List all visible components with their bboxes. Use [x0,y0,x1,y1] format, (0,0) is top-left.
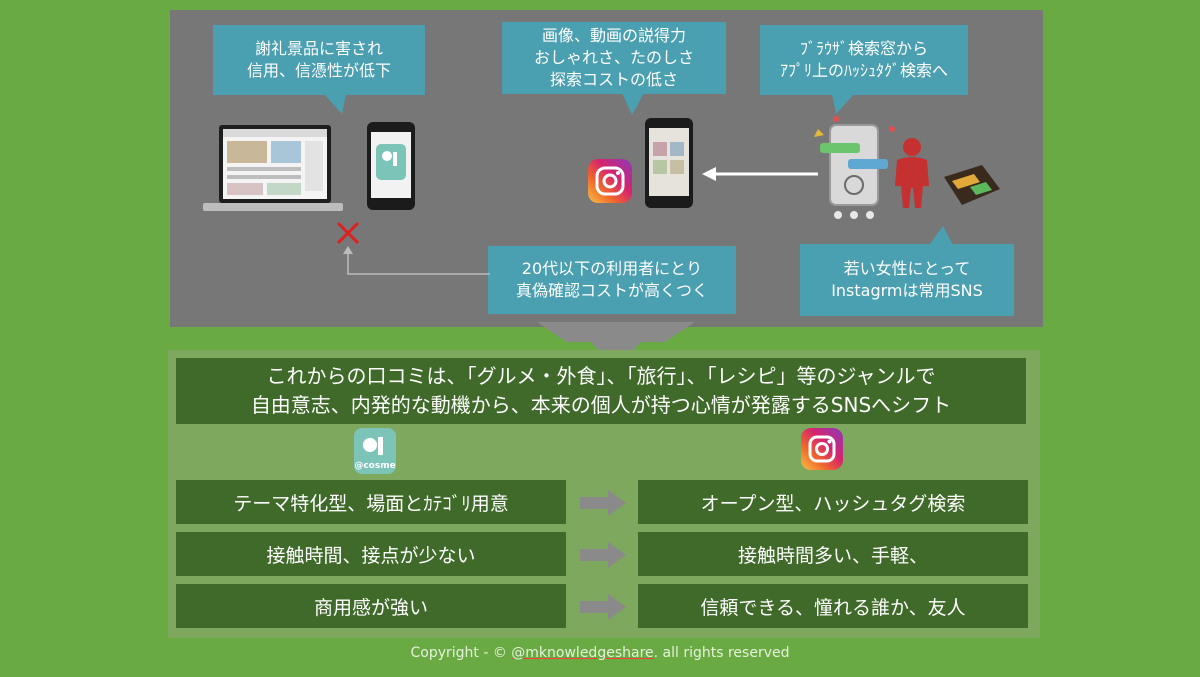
cross-icon [336,221,360,245]
comparison-right-2: 接触時間多い、手軽、 [638,532,1028,576]
bubble-tail-center [622,93,644,115]
copyright-footer: Copyright - © @mknowledgeshare. all righ… [0,645,1200,661]
row-arrow-icon [580,490,626,516]
instagram-icon [588,159,632,203]
bubble-tail-right [832,94,854,114]
down-arrow-icon [537,322,695,368]
copyright-prefix: Copyright - © [410,645,512,661]
person-icon [895,138,929,208]
social-phone-icon [814,116,895,219]
row-arrow-icon [580,542,626,568]
headline: これからの口コミは、「グルメ・外食」、「旅行」、「レシピ」等のジャンルで 自由意… [176,358,1026,424]
copyright-suffix: . all rights reserved [653,645,790,661]
copyright-handle[interactable]: @mknowledgeshare [511,645,654,661]
instagram-app-icon [801,428,843,470]
comparison-left-3: 商用感が強い [176,584,566,628]
cosme-app-label: @cosme [354,461,396,471]
bubble-tail-bottom-right [929,226,953,245]
smartphone-photos-icon [645,118,693,208]
bubble-verification-cost: 20代以下の利用者にとり 真偽確認コストが高くつく [488,246,736,314]
comparison-left-1: テーマ特化型、場面とｶﾃｺﾞﾘ用意 [176,480,566,524]
row-arrow-icon [580,594,626,620]
bubble-trust-decline: 謝礼景品に害され 信用、信憑性が低下 [213,25,425,95]
cosme-app-icon: @cosme [354,428,396,474]
connector-line [343,246,490,275]
comparison-right-1: オープン型、ハッシュタグ検索 [638,480,1028,524]
comparison-left-2: 接触時間、接点が少ない [176,532,566,576]
smartphone-cosme-icon [367,122,415,210]
left-arrow-icon [702,167,818,181]
laptop-icon [203,125,343,211]
comparison-right-3: 信頼できる、憧れる誰か、友人 [638,584,1028,628]
bubble-young-women: 若い女性にとって Instagrmは常用SNS [800,244,1014,316]
bubble-tail-left [324,94,346,114]
bubble-persuasion: 画像、動画の説得力 おしゃれさ、たのしさ 探索コストの低さ [502,22,726,94]
wallet-icon [944,165,1000,205]
bubble-search-shift: ﾌﾞﾗｳｻﾞ検索窓から ｱﾌﾟﾘ上のﾊｯｼｭﾀｸﾞ検索へ [760,25,968,95]
